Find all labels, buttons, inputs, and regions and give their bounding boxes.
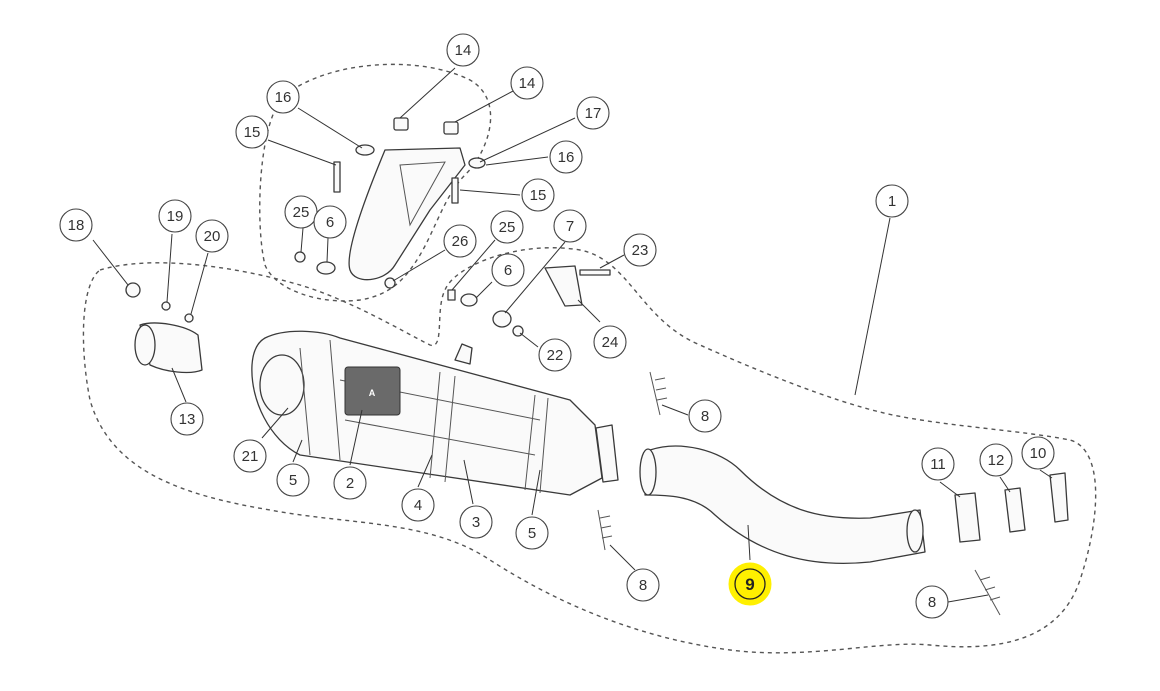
- springs: [597, 371, 1001, 616]
- callout-bubble: 10: [1021, 436, 1055, 470]
- svg-text:A: A: [369, 388, 376, 398]
- callout-label: 6: [326, 214, 334, 231]
- callout-bubble: 7: [553, 209, 587, 243]
- leader-lines: [92, 67, 1053, 603]
- callout-label: 18: [68, 217, 85, 234]
- hardware: [125, 117, 611, 337]
- mounting-bracket: [348, 147, 466, 281]
- callout-label: 5: [289, 472, 297, 489]
- callout-label: 14: [519, 75, 536, 92]
- callout-bubble: 18: [59, 208, 93, 242]
- callout-bubble: 15: [235, 115, 269, 149]
- callout-label: 11: [930, 456, 946, 473]
- clamp-parts: [544, 265, 1069, 543]
- callout-bubble: 25: [284, 195, 318, 229]
- callout-label: 8: [639, 577, 647, 594]
- callout-label: 6: [504, 262, 512, 279]
- callout-label: 12: [988, 452, 1005, 469]
- callout-label: 16: [275, 89, 292, 106]
- callout-label: 20: [204, 228, 221, 245]
- callout-bubble: 3: [459, 505, 493, 539]
- callout-label: 16: [558, 149, 575, 166]
- callout-bubble: 8: [626, 568, 660, 602]
- callout-bubble: 24: [593, 325, 627, 359]
- callout-label: 8: [928, 594, 936, 611]
- callout-bubble: 15: [521, 178, 555, 212]
- link-pipe: [639, 445, 926, 565]
- callout-bubble: 5: [515, 516, 549, 550]
- callout-bubble: 1: [875, 184, 909, 218]
- callout-bubble: 25: [490, 210, 524, 244]
- callout-label: 5: [528, 525, 536, 542]
- callout-bubble: 8: [688, 399, 722, 433]
- callout-label: 7: [566, 218, 574, 235]
- callout-bubble: 20: [195, 219, 229, 253]
- callout-bubble-highlighted: 9: [728, 562, 772, 606]
- callout-label: 25: [293, 204, 310, 221]
- callout-label: 23: [632, 242, 649, 259]
- callout-bubble: 6: [491, 253, 525, 287]
- callout-label: 4: [414, 497, 422, 514]
- callout-bubble: 17: [576, 96, 610, 130]
- callout-bubble: 4: [401, 488, 435, 522]
- callout-bubble: 14: [446, 33, 480, 67]
- callout-label: 8: [701, 408, 709, 425]
- callout-bubble: 26: [443, 224, 477, 258]
- exhaust-kit-outline: [82, 247, 1097, 654]
- callout-bubble: 16: [549, 140, 583, 174]
- callout-label: 15: [530, 187, 547, 204]
- callout-label: 14: [455, 42, 472, 59]
- callout-label-highlighted: 9: [745, 575, 754, 594]
- callout-label: 21: [242, 448, 259, 465]
- callout-bubble: 11: [921, 447, 955, 481]
- callout-bubble: 23: [623, 233, 657, 267]
- muffler-body: A: [251, 330, 619, 496]
- callout-bubbles: 14 14 16 17 15 16 15 1 25 6 26 25 7 23 1…: [59, 33, 1055, 619]
- callout-label: 2: [346, 475, 354, 492]
- callout-bubble: 14: [510, 66, 544, 100]
- callout-bubble: 16: [266, 80, 300, 114]
- callout-bubble: 12: [979, 443, 1013, 477]
- callout-bubble: 13: [170, 402, 204, 436]
- callout-label: 15: [244, 124, 261, 141]
- callout-label: 17: [585, 105, 602, 122]
- callout-bubble: 22: [538, 338, 572, 372]
- callout-bubble: 19: [158, 199, 192, 233]
- callout-label: 10: [1030, 445, 1047, 462]
- callout-bubble: 2: [333, 466, 367, 500]
- callout-bubble: 21: [233, 439, 267, 473]
- callout-bubble: 6: [313, 205, 347, 239]
- callout-label: 22: [547, 347, 564, 364]
- callout-label: 26: [452, 233, 469, 250]
- callout-label: 13: [179, 411, 196, 428]
- callout-bubble: 5: [276, 463, 310, 497]
- callout-label: 24: [602, 334, 619, 351]
- callout-label: 19: [167, 208, 184, 225]
- callout-bubble: 8: [915, 585, 949, 619]
- tail-cap: [134, 322, 203, 374]
- callout-label: 3: [472, 514, 480, 531]
- callout-label: 1: [888, 193, 896, 210]
- callout-label: 25: [499, 219, 516, 236]
- brand-logo-plate: [344, 366, 401, 416]
